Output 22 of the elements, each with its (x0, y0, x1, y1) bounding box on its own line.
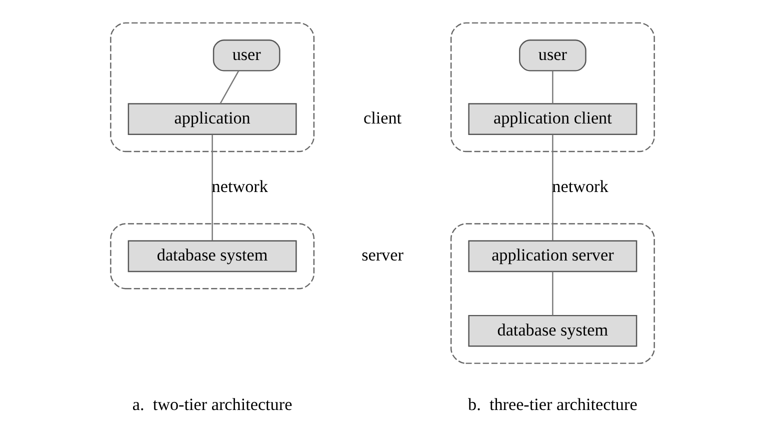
edge-label: network (552, 177, 608, 196)
edge-label: network (211, 177, 268, 196)
label: client (362, 108, 402, 128)
connector (211, 134, 212, 241)
label: a. two-tier architecture (132, 395, 292, 414)
node-box: user (518, 39, 586, 72)
node-box: database system (127, 240, 296, 272)
node-box: application (127, 103, 296, 135)
label: server (361, 246, 403, 265)
node-box: application server (468, 240, 637, 272)
connector (552, 134, 553, 241)
cluster (110, 223, 314, 290)
node-box: database system (468, 314, 637, 347)
cluster (450, 223, 654, 364)
node-box: application client (468, 103, 637, 135)
cluster (450, 22, 654, 152)
connector (219, 70, 239, 104)
connector (552, 272, 553, 316)
node-box: user (212, 39, 280, 72)
cluster (110, 22, 314, 152)
connector (552, 70, 553, 104)
label: b. three-tier architecture (468, 395, 637, 414)
